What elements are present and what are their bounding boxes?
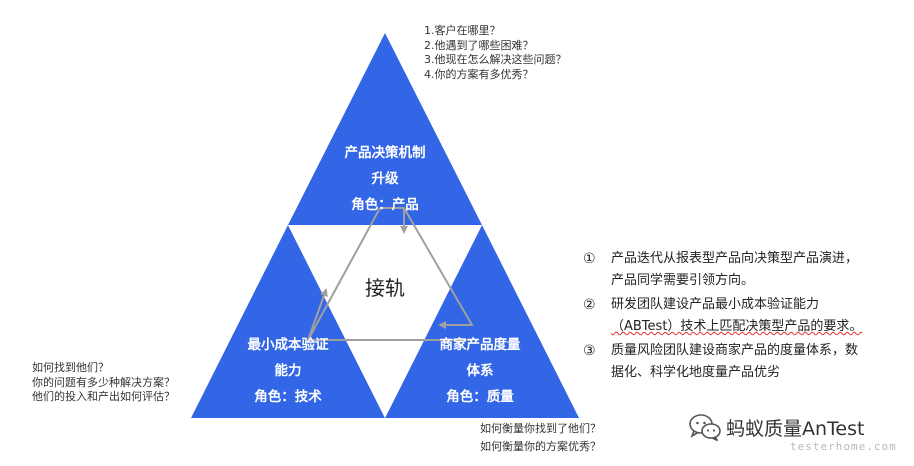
list-item: ① 产品迭代从报表型产品向决策型产品演进， 产品同学需要引领方向。: [583, 248, 903, 292]
left-note: 他们的投入和产出如何评估？: [32, 390, 175, 403]
triangle-left-line: 最小成本验证: [247, 337, 329, 353]
bottom-note: 如何衡量你的方案优秀？: [480, 440, 601, 453]
triangle-top-line: 升级: [371, 171, 399, 187]
center-label: 接轨: [365, 276, 405, 300]
list-line: 质量风险团队建设商家产品的度量体系，数: [611, 343, 859, 358]
bottom-note: 如何衡量你找到了他们？: [480, 422, 601, 435]
list-item: ③ 质量风险团队建设商家产品的度量体系，数 据化、科学化地度量产品优劣: [583, 340, 903, 384]
top-note: 1.客户在哪里？: [424, 24, 501, 37]
list-line: 据化、科学化地度量产品优劣: [611, 365, 781, 380]
left-note: 你的问题有多少种解决方案？: [32, 375, 175, 389]
triangle-top-line: 角色：产品: [351, 197, 419, 213]
list-number: ②: [583, 297, 596, 313]
left-note: 如何找到他们？: [32, 361, 109, 374]
brand-logo: 蚂蚁质量AnTest: [688, 411, 864, 443]
bottom-notes: 如何衡量你找到了他们？ 如何衡量你的方案优秀？: [480, 420, 601, 456]
explanation-list: ① 产品迭代从报表型产品向决策型产品演进， 产品同学需要引领方向。 ② 研发团队…: [583, 248, 903, 384]
brand-name: 蚂蚁质量AnTest: [726, 417, 865, 440]
triangle-left-line: 角色：技术: [254, 389, 322, 405]
triangle-top-label: 产品决策机制 升级 角色：产品: [320, 140, 450, 218]
watermark: testerhome.com: [790, 440, 897, 453]
list-item: ② 研发团队建设产品最小成本验证能力 （ABTest）技术上匹配决策型产品的要求…: [583, 294, 903, 338]
list-line: 产品同学需要引领方向。: [611, 273, 755, 288]
triangle-top: [288, 33, 482, 225]
list-line: 研发团队建设产品最小成本验证能力: [611, 297, 820, 312]
list-number: ③: [583, 343, 596, 359]
cycle-arrow-right-bottom: [403, 207, 474, 329]
triangle-right-line: 商家产品度量: [439, 337, 521, 353]
list-line: （ABTest）技术上匹配决策型产品的要求。: [611, 319, 863, 334]
list-line: 产品迭代从报表型产品向决策型产品演进，: [611, 251, 859, 266]
cycle-arrow-left-top: [307, 207, 381, 341]
top-note: 4.你的方案有多优秀？: [424, 67, 534, 81]
top-notes: 1.客户在哪里？ 2.他遇到了哪些困难？ 3.他现在怎么解决这些问题？ 4.你的…: [424, 24, 567, 82]
triangle-left: [191, 225, 385, 418]
center-triangle: [288, 225, 482, 418]
triangle-right-line: 角色：质量: [446, 389, 514, 405]
triangle-left-line: 能力: [274, 363, 302, 379]
triangle-right: [385, 225, 579, 418]
list-number: ①: [583, 251, 596, 267]
wechat-icon: [689, 414, 721, 442]
triangle-left-label: 最小成本验证 能力 角色：技术: [223, 332, 353, 410]
triangle-top-line: 产品决策机制: [344, 145, 426, 161]
triangle-right-label: 商家产品度量 体系 角色：质量: [415, 332, 545, 410]
triangle-right-line: 体系: [466, 363, 494, 379]
top-note: 3.他现在怎么解决这些问题？: [424, 53, 567, 66]
top-note: 2.他遇到了哪些困难？: [424, 38, 534, 52]
left-notes: 如何找到他们？ 你的问题有多少种解决方案？ 他们的投入和产出如何评估？: [32, 361, 175, 405]
